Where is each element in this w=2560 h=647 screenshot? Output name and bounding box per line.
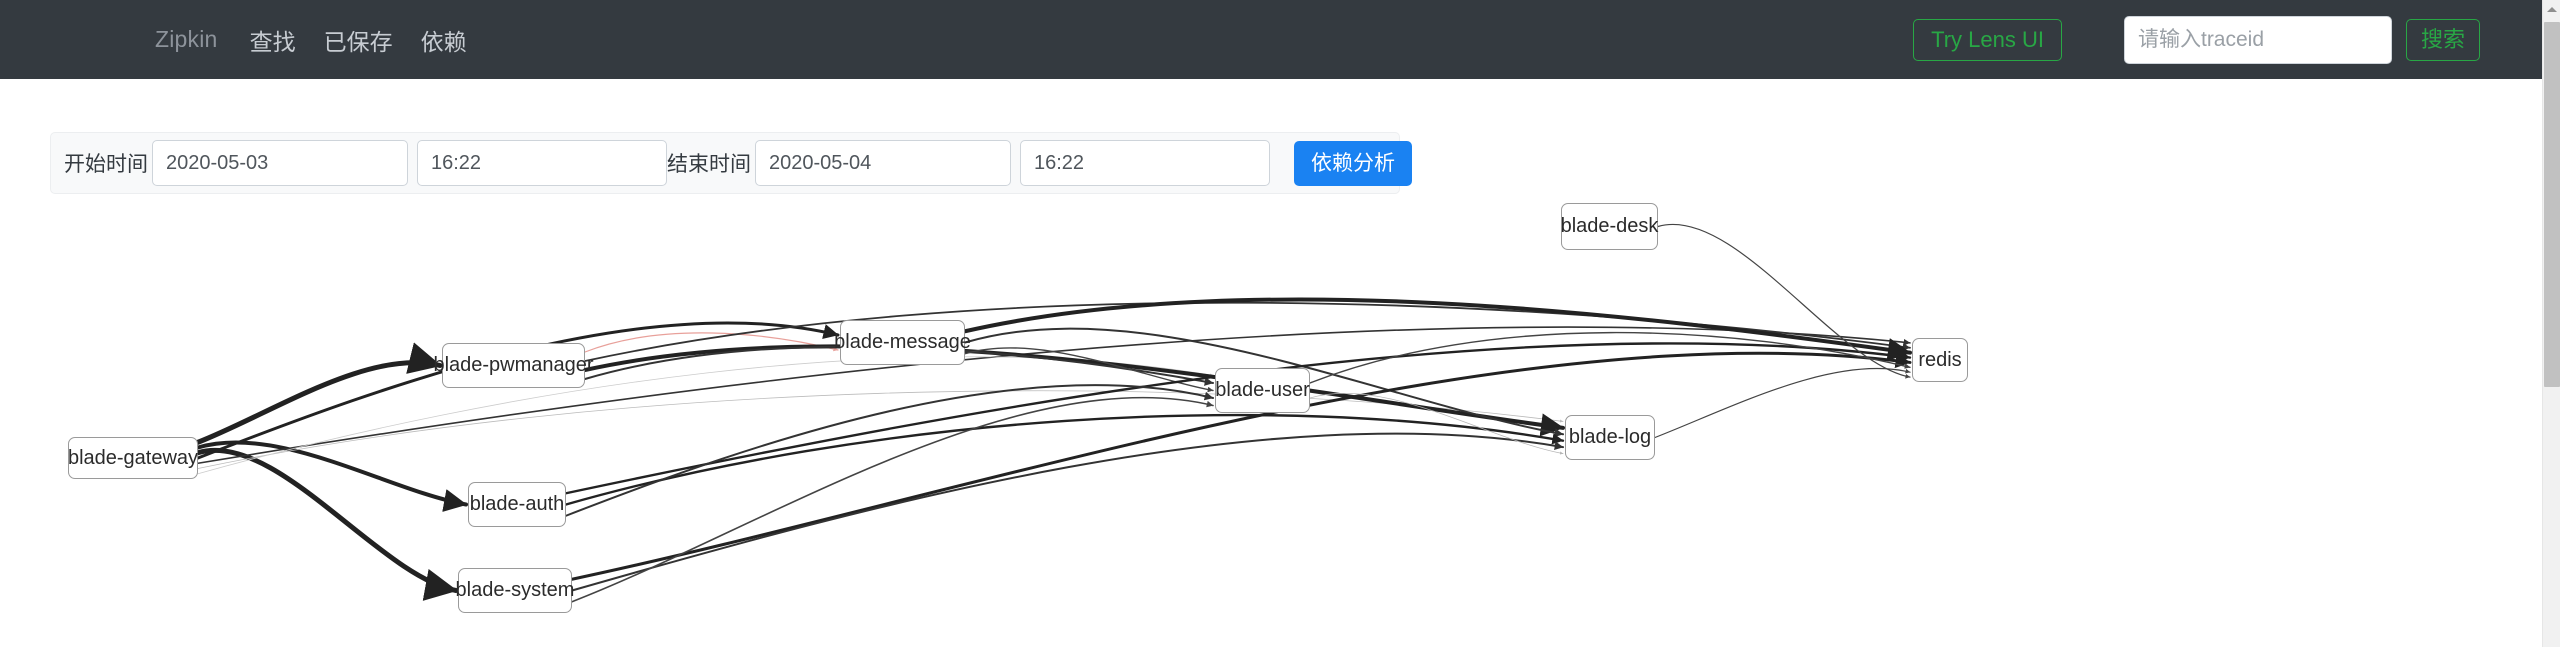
start-time-label: 开始时间 (64, 153, 148, 176)
graph-edge-blade-user-to-blade-log[interactable] (1309, 393, 1564, 455)
end-date-input[interactable] (755, 140, 1011, 186)
graph-node-blade-pwmanager[interactable]: blade-pwmanager (433, 343, 594, 388)
navbar-right-group: Try Lens UI 搜索 (1913, 15, 2480, 64)
dependency-graph[interactable]: blade-gateway blade-pwmanager blade-messag… (0, 196, 2542, 647)
graph-node-redis[interactable]: redis (1912, 338, 1968, 382)
graph-edge-blade-user-to-redis[interactable] (1309, 331, 1911, 384)
graph-edge-blade-pwmanager-to-blade-message[interactable] (584, 332, 839, 353)
graph-edge-blade-auth-to-blade-log[interactable] (564, 413, 1565, 506)
scroll-up-arrow-icon[interactable] (2543, 0, 2560, 18)
graph-node-label: blade-system (455, 579, 575, 601)
start-time-input[interactable] (417, 140, 667, 186)
graph-node-blade-desk[interactable]: blade-desk (1561, 203, 1658, 250)
graph-node-label: redis (1918, 348, 1962, 371)
graph-edge-blade-gateway-to-blade-system[interactable] (195, 448, 459, 601)
graph-edge-blade-pwmanager-to-blade-log[interactable] (583, 344, 1565, 437)
graph-node-blade-gateway[interactable]: blade-gateway (68, 437, 198, 479)
try-lens-ui-button[interactable]: Try Lens UI (1913, 18, 2062, 61)
graph-node-blade-system[interactable]: blade-system (455, 568, 575, 613)
graph-node-label: blade-auth (469, 493, 565, 515)
graph-edge-blade-log-to-redis[interactable] (1654, 367, 1911, 439)
dependency-filter-panel: 开始时间 结束时间 依赖分析 (50, 132, 1412, 194)
nav-item-dependencies[interactable]: 依赖 (420, 28, 467, 55)
scrollbar-thumb[interactable] (2544, 22, 2560, 387)
graph-node-blade-auth[interactable]: blade-auth (468, 482, 566, 527)
dependency-analyze-button[interactable]: 依赖分析 (1294, 140, 1412, 186)
page-scrollbar[interactable] (2542, 0, 2560, 647)
graph-node-label: blade-message (834, 331, 971, 353)
graph-edge-blade-message-to-blade-log[interactable] (964, 327, 1564, 438)
start-date-input[interactable] (152, 140, 408, 186)
graph-node-label: blade-pwmanager (433, 354, 594, 376)
graph-edge-blade-message-to-blade-user[interactable] (964, 347, 1214, 393)
graph-edge-blade-desk-to-redis[interactable] (1657, 223, 1911, 379)
graph-node-label: blade-log (1568, 426, 1652, 448)
graph-node-blade-log[interactable]: blade-log (1565, 415, 1655, 460)
graph-node-blade-user[interactable]: blade-user (1215, 368, 1310, 413)
nav-item-find[interactable]: 查找 (249, 28, 296, 55)
graph-edge-blade-auth-to-blade-user[interactable] (565, 384, 1214, 517)
graph-edge-blade-system-to-redis[interactable] (570, 351, 1912, 581)
graph-node-label: blade-user (1215, 379, 1310, 401)
graph-edge-blade-message-to-redis[interactable] (963, 297, 1912, 362)
nav-item-saved[interactable]: 已保存 (323, 28, 393, 55)
graph-edge-blade-gateway-to-blade-log[interactable] (197, 390, 1564, 469)
graph-edge-blade-gateway-to-blade-pwmanager[interactable] (195, 342, 443, 445)
nav-links: 查找 已保存 依赖 (250, 23, 495, 57)
graph-edge-blade-system-to-blade-user[interactable] (571, 396, 1214, 603)
top-navbar: Zipkin 查找 已保存 依赖 Try Lens UI 搜索 (0, 0, 2542, 79)
search-button[interactable]: 搜索 (2405, 18, 2480, 61)
brand-zipkin[interactable]: Zipkin (155, 26, 218, 52)
graph-edge-blade-auth-to-redis[interactable] (564, 342, 1912, 495)
graph-edge-blade-system-to-blade-log[interactable] (571, 432, 1564, 592)
graph-node-blade-message[interactable]: blade-message (834, 320, 971, 365)
graph-node-label: blade-gateway (67, 446, 199, 469)
end-time-input[interactable] (1020, 140, 1270, 186)
graph-node-label: blade-desk (1560, 215, 1659, 237)
traceid-search-input[interactable] (2123, 15, 2392, 64)
graph-edge-blade-gateway-to-blade-auth[interactable] (196, 440, 468, 512)
end-time-label: 结束时间 (667, 153, 751, 176)
dependency-graph-edges (195, 223, 1912, 603)
